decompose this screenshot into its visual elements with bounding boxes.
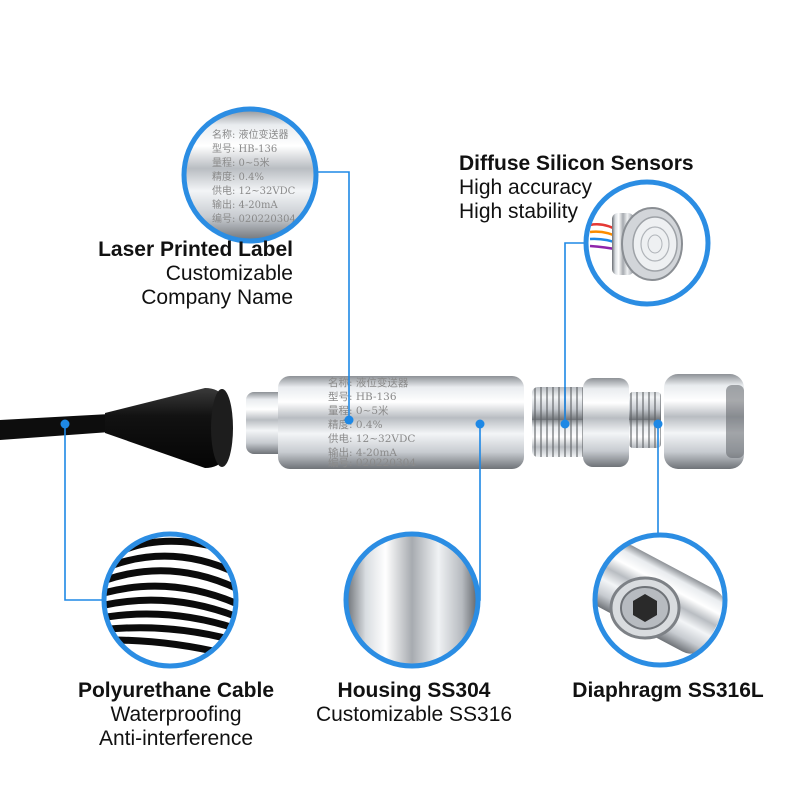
cable-boot-opening (211, 389, 233, 467)
leader-laser-label (316, 171, 350, 418)
svg-text:供电: 12~32VDC: 供电: 12~32VDC (212, 184, 296, 197)
cable-title: Polyurethane Cable (77, 679, 275, 702)
leader-cable (64, 422, 104, 601)
zoom-circle-diaphragm (592, 532, 728, 668)
zoom-circle-housing (343, 531, 481, 669)
threaded-section (532, 387, 587, 457)
leader-lines (64, 171, 659, 601)
housing-engraving: 名称: 液位变送器 型号: HB-136 量程: 0~5米 精度: 0.4% 供… (328, 376, 416, 469)
svg-text:名称: 液位变送器: 名称: 液位变送器 (212, 128, 289, 141)
diaphragm-title: Diaphragm SS316L (572, 679, 764, 702)
laser-label-title: Laser Printed Label (98, 238, 293, 261)
housing-cap (246, 392, 286, 454)
protective-cap-edge (726, 385, 744, 458)
svg-text:名称: 液位变送器: 名称: 液位变送器 (328, 376, 409, 389)
laser-label-line-2: Company Name (141, 286, 293, 309)
protective-cap (664, 374, 744, 469)
laser-label-line-1: Customizable (165, 262, 293, 285)
svg-text:编号: 020220304: 编号: 020220304 (328, 456, 416, 469)
svg-text:精度: 0.4%: 精度: 0.4% (328, 418, 383, 431)
zoom-circle-cable (101, 531, 239, 669)
sensors-line-1: High accuracy (459, 176, 593, 199)
zoom-circle-sensor (583, 179, 711, 307)
cable-line-2: Anti-interference (98, 727, 254, 750)
housing-line-1: Customizable SS316 (315, 703, 513, 726)
svg-text:量程: 0~5米: 量程: 0~5米 (212, 156, 270, 169)
cable-boot (105, 388, 232, 468)
sensor-thread (629, 392, 661, 448)
svg-text:供电: 12~32VDC: 供电: 12~32VDC (328, 432, 415, 445)
svg-text:编号: 020220304: 编号: 020220304 (212, 212, 296, 225)
svg-text:型号: HB-136: 型号: HB-136 (212, 142, 277, 155)
sensors-line-2: High stability (459, 200, 579, 223)
svg-text:输出: 4-20mA: 输出: 4-20mA (212, 198, 278, 211)
svg-text:输出: 4-20mA: 输出: 4-20mA (328, 446, 397, 459)
sensors-title: Diffuse Silicon Sensors (459, 152, 694, 175)
leader-sensors (564, 242, 587, 422)
cable (0, 414, 110, 440)
housing-title: Housing SS304 (337, 679, 491, 702)
svg-text:型号: HB-136: 型号: HB-136 (328, 390, 397, 403)
leader-dots (60, 415, 663, 429)
svg-text:精度: 0.4%: 精度: 0.4% (212, 170, 264, 183)
cable-line-1: Waterproofing (110, 703, 242, 726)
zoom-circle-label: 名称: 液位变送器 型号: HB-136 量程: 0~5米 精度: 0.4% 供… (181, 106, 319, 244)
housing-body (278, 376, 524, 469)
svg-text:量程: 0~5米: 量程: 0~5米 (328, 404, 389, 417)
hex-nut (583, 378, 629, 467)
